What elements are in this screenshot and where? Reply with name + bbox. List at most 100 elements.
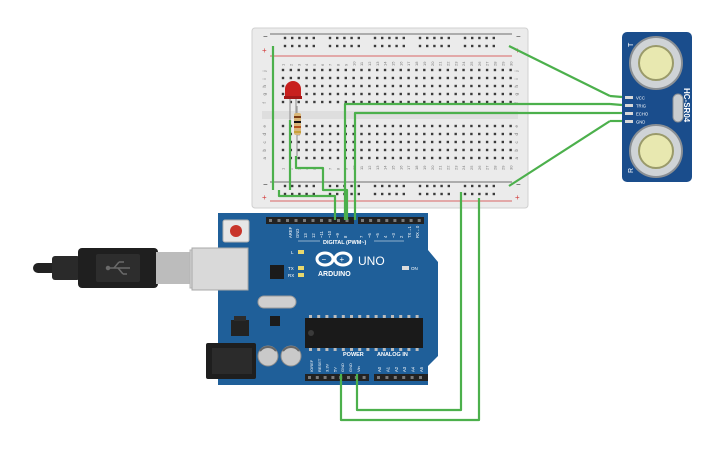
header-pin[interactable] — [385, 376, 389, 379]
breadboard-rail-hole[interactable] — [381, 192, 384, 196]
breadboard-hole[interactable] — [399, 84, 402, 88]
breadboard-hole[interactable] — [368, 148, 371, 152]
breadboard-hole[interactable] — [336, 92, 340, 96]
breadboard-rail-hole[interactable] — [388, 184, 391, 188]
breadboard-rail-hole[interactable] — [463, 184, 467, 188]
header-pin[interactable] — [320, 219, 323, 222]
breadboard-rail-hole[interactable] — [402, 184, 405, 188]
header-pin[interactable] — [337, 219, 340, 222]
breadboard-hole[interactable] — [470, 140, 473, 144]
breadboard-hole[interactable] — [328, 84, 332, 88]
breadboard-rail-hole[interactable] — [357, 192, 360, 196]
breadboard-hole[interactable] — [478, 84, 481, 88]
breadboard-hole[interactable] — [407, 68, 410, 72]
breadboard-rail-hole[interactable] — [478, 192, 481, 196]
breadboard-hole[interactable] — [493, 148, 497, 152]
breadboard-hole[interactable] — [352, 156, 355, 160]
breadboard-hole[interactable] — [438, 156, 442, 160]
breadboard-hole[interactable] — [478, 100, 481, 104]
breadboard-hole[interactable] — [321, 124, 324, 128]
breadboard-rail-hole[interactable] — [357, 36, 360, 40]
breadboard-rail-hole[interactable] — [471, 44, 474, 48]
breadboard-hole[interactable] — [430, 76, 434, 80]
header-pin[interactable] — [377, 376, 380, 379]
breadboard-hole[interactable] — [305, 148, 308, 152]
wire-vcc-to-plus-rail[interactable] — [508, 45, 611, 97]
breadboard-hole[interactable] — [352, 100, 355, 104]
breadboard-hole[interactable] — [297, 68, 300, 72]
breadboard-hole[interactable] — [462, 100, 465, 104]
breadboard-hole[interactable] — [281, 68, 285, 72]
header-pin[interactable] — [269, 219, 272, 222]
breadboard-hole[interactable] — [305, 100, 308, 104]
breadboard-hole[interactable] — [305, 92, 308, 96]
breadboard-rail-hole[interactable] — [418, 184, 422, 188]
breadboard-rail-hole[interactable] — [402, 192, 405, 196]
breadboard-hole[interactable] — [313, 148, 316, 152]
breadboard-hole[interactable] — [407, 92, 410, 96]
breadboard-hole[interactable] — [391, 84, 395, 88]
breadboard-hole[interactable] — [478, 156, 481, 160]
breadboard-hole[interactable] — [415, 68, 418, 72]
breadboard-hole[interactable] — [321, 68, 324, 72]
breadboard-rail-hole[interactable] — [336, 36, 339, 40]
header-pin[interactable] — [323, 376, 327, 379]
breadboard-hole[interactable] — [305, 140, 308, 144]
breadboard-hole[interactable] — [485, 124, 489, 128]
breadboard-hole[interactable] — [336, 132, 340, 136]
breadboard-hole[interactable] — [509, 76, 512, 80]
breadboard-hole[interactable] — [321, 92, 324, 96]
breadboard-rail-hole[interactable] — [447, 192, 450, 196]
breadboard-hole[interactable] — [391, 132, 395, 136]
wire-gnd-to-minus-rail[interactable] — [508, 120, 611, 187]
breadboard-hole[interactable] — [391, 76, 395, 80]
breadboard-hole[interactable] — [376, 156, 379, 160]
breadboard-hole[interactable] — [454, 68, 457, 72]
breadboard-hole[interactable] — [423, 84, 426, 88]
breadboard-hole[interactable] — [430, 132, 434, 136]
breadboard-hole[interactable] — [344, 84, 347, 88]
breadboard-hole[interactable] — [368, 100, 371, 104]
breadboard-hole[interactable] — [470, 68, 473, 72]
breadboard-hole[interactable] — [509, 148, 512, 152]
breadboard-rail-hole[interactable] — [305, 36, 308, 40]
breadboard-hole[interactable] — [423, 156, 426, 160]
breadboard-hole[interactable] — [321, 148, 324, 152]
breadboard-hole[interactable] — [352, 76, 355, 80]
breadboard-hole[interactable] — [281, 124, 285, 128]
breadboard-hole[interactable] — [383, 132, 387, 136]
breadboard-rail-hole[interactable] — [395, 192, 398, 196]
breadboard-hole[interactable] — [493, 84, 497, 88]
breadboard-rail-hole[interactable] — [298, 44, 301, 48]
breadboard-hole[interactable] — [478, 76, 481, 80]
breadboard-rail-hole[interactable] — [381, 44, 384, 48]
breadboard-rail-hole[interactable] — [350, 44, 353, 48]
breadboard-hole[interactable] — [344, 76, 347, 80]
breadboard-hole[interactable] — [415, 148, 418, 152]
breadboard-hole[interactable] — [407, 124, 410, 128]
breadboard-hole[interactable] — [462, 156, 465, 160]
breadboard-hole[interactable] — [462, 92, 465, 96]
breadboard-rail-hole[interactable] — [298, 192, 301, 196]
breadboard-rail-hole[interactable] — [373, 184, 377, 188]
breadboard-hole[interactable] — [399, 156, 402, 160]
breadboard-rail-hole[interactable] — [336, 44, 339, 48]
breadboard-rail-hole[interactable] — [343, 36, 346, 40]
breadboard-hole[interactable] — [336, 140, 340, 144]
breadboard-hole[interactable] — [399, 76, 402, 80]
breadboard-hole[interactable] — [407, 140, 410, 144]
breadboard-hole[interactable] — [493, 140, 497, 144]
breadboard-rail-hole[interactable] — [440, 36, 443, 40]
breadboard-hole[interactable] — [470, 124, 473, 128]
breadboard-hole[interactable] — [501, 156, 504, 160]
breadboard-rail-hole[interactable] — [283, 184, 287, 188]
breadboard-hole[interactable] — [376, 124, 379, 128]
breadboard-hole[interactable] — [454, 84, 457, 88]
breadboard-hole[interactable] — [493, 100, 497, 104]
breadboard-hole[interactable] — [415, 140, 418, 144]
wire-gnd-rail-to-arduino-gnd[interactable] — [277, 190, 337, 220]
breadboard-hole[interactable] — [478, 140, 481, 144]
usb-b-port[interactable] — [191, 247, 249, 291]
breadboard-hole[interactable] — [336, 76, 340, 80]
breadboard-rail-hole[interactable] — [447, 44, 450, 48]
